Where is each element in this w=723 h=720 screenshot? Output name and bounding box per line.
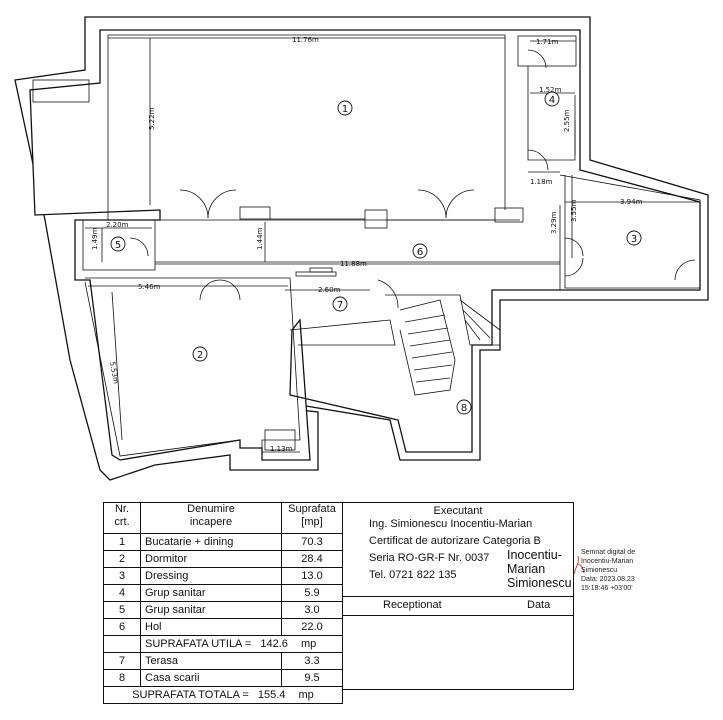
row-nr: 4: [103, 584, 141, 602]
dim-1-71: 1.71m: [536, 38, 559, 46]
table-row: 7 Terasa 3.3: [103, 652, 343, 670]
data-label: Data: [527, 599, 551, 611]
row-name: Bucatarie + dining: [140, 533, 282, 551]
svg-text:6: 6: [417, 247, 423, 258]
digital-signature-text: Semnat digital de Inocentiu-Marian Simio…: [581, 549, 636, 592]
suprafata-utila-row: SUPRAFATA UTILA = 142.6 mp: [103, 635, 343, 653]
row-area: 13.0: [281, 567, 343, 585]
dim-5-46: 5.46m: [138, 283, 161, 291]
room-numbers: 1 2 3 4 5 6 7 8: [110, 91, 642, 415]
dim-2-55: 2.55m: [563, 109, 571, 132]
divider: [343, 615, 573, 616]
room-1-marker: 1: [337, 100, 353, 116]
dim-5-53: 5.53m: [108, 361, 120, 385]
staircase: [399, 299, 501, 396]
totala-unit: mp: [298, 688, 314, 701]
room-3-marker: 3: [626, 230, 642, 246]
row-area: 3.3: [281, 652, 343, 670]
room-7-marker: 7: [332, 296, 348, 312]
table-row: 2 Dormitor 28.4: [103, 550, 343, 568]
dim-11-88: 11.88m: [340, 260, 367, 268]
dim-11-76: 11.76m: [292, 36, 319, 44]
row-nr: 7: [103, 652, 141, 670]
table-row: 6 Hol 22.0: [103, 618, 343, 636]
table-row: 3 Dressing 13.0: [103, 567, 343, 585]
table-row: 8 Casa scarii 9.5: [103, 669, 343, 687]
row-nr: 5: [103, 601, 141, 619]
dim-2-20: 2.20m: [106, 221, 129, 229]
executant-serie: Seria RO-GR-F Nr. 0037: [369, 552, 490, 564]
row-area: 5.9: [281, 584, 343, 602]
row-name: Casa scarii: [140, 669, 282, 687]
room-6-marker: 6: [412, 243, 428, 259]
executant-name: Ing. Simionescu Inocentiu-Marian: [369, 518, 533, 530]
svg-text:7: 7: [337, 300, 343, 311]
header-area: Suprafata [mp]: [281, 502, 343, 534]
header-nr: Nr. crt.: [103, 502, 141, 534]
executant-title: Executant: [433, 505, 483, 517]
header-name: Denumire incapere: [140, 502, 282, 534]
row-name: Hol: [140, 618, 282, 636]
row-name: Terasa: [140, 652, 282, 670]
row-area: 28.4: [281, 550, 343, 568]
utila-label: SUPRAFATA UTILA =: [145, 637, 252, 650]
table-row: 1 Bucatarie + dining 70.3: [103, 533, 343, 551]
divider: [343, 596, 573, 597]
svg-text:4: 4: [549, 95, 555, 106]
row-name: Grup sanitar: [140, 601, 282, 619]
table-header-row: Nr. crt. Denumire incapere Suprafata [mp…: [103, 502, 343, 534]
dim-3-29: 3.29m: [550, 211, 558, 234]
room-8-marker: 8: [456, 399, 472, 415]
row-area: 3.0: [281, 601, 343, 619]
row-name: Grup sanitar: [140, 584, 282, 602]
row-name: Dormitor: [140, 550, 282, 568]
row-nr: 6: [103, 618, 141, 636]
utila-value: 142.6: [260, 637, 288, 650]
dim-3-94: 3.94m: [620, 198, 643, 206]
row-area: 70.3: [281, 533, 343, 551]
row-nr: 1: [103, 533, 141, 551]
table-row: 4 Grup sanitar 5.9: [103, 584, 343, 602]
svg-text:1: 1: [342, 104, 348, 115]
dim-1-49: 1.49m: [91, 227, 99, 250]
executant-cert: Certificat de autorizare Categoria B: [369, 535, 541, 547]
suprafata-totala-row: SUPRAFATA TOTALA = 155.4 mp: [103, 686, 343, 704]
signer-name: Inocentiu- Marian Simionescu: [507, 548, 572, 590]
table-row: 5 Grup sanitar 3.0: [103, 601, 343, 619]
dim-1-44: 1.44m: [256, 227, 264, 250]
dim-1-52: 1.52m: [539, 86, 562, 94]
dim-1-13: 1.13m: [270, 445, 293, 453]
dim-3-55: 3.55m: [570, 199, 578, 222]
dimension-lines: [85, 37, 700, 453]
svg-text:5: 5: [115, 240, 121, 251]
signature-mark: [573, 555, 585, 575]
room-2-marker: 2: [192, 346, 208, 362]
dim-5-22: 5.22m: [148, 107, 156, 130]
row-nr: 3: [103, 567, 141, 585]
row-name: Dressing: [140, 567, 282, 585]
executant-tel: Tel. 0721 822 135: [369, 569, 457, 581]
receptionat-label: Receptionat: [383, 599, 442, 611]
room-area-table: Nr. crt. Denumire incapere Suprafata [mp…: [103, 502, 343, 704]
row-nr: 2: [103, 550, 141, 568]
utila-unit: mp: [300, 637, 317, 650]
row-area: 22.0: [281, 618, 343, 636]
row-nr: 8: [103, 669, 141, 687]
executant-block: Executant Ing. Simionescu Inocentiu-Mari…: [342, 502, 574, 690]
floor-plan: 11.76m 5.22m 1.71m 1.52m 2.55m 1.18m 3.9…: [14, 16, 709, 481]
dimension-labels: 11.76m 5.22m 1.71m 1.52m 2.55m 1.18m 3.9…: [91, 36, 643, 453]
dim-2-60: 2.60m: [318, 286, 341, 294]
svg-text:2: 2: [197, 350, 203, 361]
room-4-marker: 4: [544, 91, 560, 107]
totala-label: SUPRAFATA TOTALA =: [132, 688, 249, 701]
svg-text:8: 8: [461, 403, 467, 414]
row-area: 9.5: [281, 669, 343, 687]
totala-value: 155.4: [257, 688, 286, 701]
dim-1-18: 1.18m: [530, 178, 553, 186]
svg-text:3: 3: [631, 234, 637, 245]
room-5-marker: 5: [110, 236, 126, 252]
